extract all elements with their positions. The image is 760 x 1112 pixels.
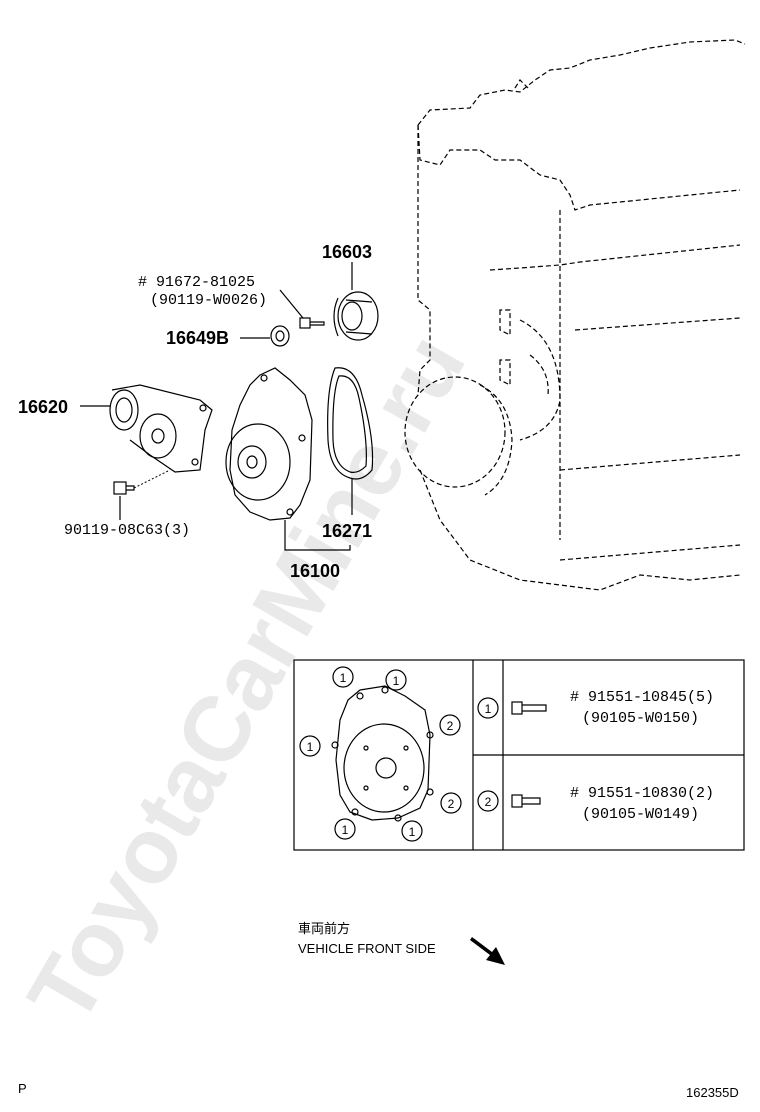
row1-line2: (90105-W0150) xyxy=(582,710,699,727)
front-arrow-icon xyxy=(470,937,505,965)
bolt-icon xyxy=(511,794,541,808)
svg-text:1: 1 xyxy=(342,823,349,837)
row1-line1: # 91551-10845(5) xyxy=(570,689,714,706)
svg-text:2: 2 xyxy=(448,797,455,811)
water-pump xyxy=(225,367,313,521)
svg-text:2: 2 xyxy=(447,719,454,733)
label-16620: 16620 xyxy=(18,397,68,417)
gasket xyxy=(327,367,374,480)
svg-text:1: 1 xyxy=(340,671,347,685)
bolt-icon xyxy=(511,701,547,715)
label-bolt-top-1: # 91672-81025 xyxy=(138,274,255,291)
idler-bolt xyxy=(299,317,325,329)
tensioner-bolt xyxy=(113,469,171,495)
pump-marker-1e: 1 xyxy=(401,820,423,842)
row1-marker: 1 xyxy=(477,697,499,719)
label-16603: 16603 xyxy=(322,242,372,262)
svg-text:2: 2 xyxy=(485,795,492,809)
svg-text:1: 1 xyxy=(393,674,400,688)
label-16100: 16100 xyxy=(290,561,340,581)
row2-marker: 2 xyxy=(477,790,499,812)
idler-pulley xyxy=(333,291,379,341)
svg-text:1: 1 xyxy=(409,825,416,839)
label-bolt-top-2: (90119-W0026) xyxy=(150,292,267,309)
pump-marker-1b: 1 xyxy=(385,669,407,691)
direction-en: VEHICLE FRONT SIDE xyxy=(298,941,436,956)
diagram-code: 162355D xyxy=(686,1085,739,1100)
svg-text:1: 1 xyxy=(307,740,314,754)
pump-marker-2b: 2 xyxy=(440,792,462,814)
pump-marker-1d: 1 xyxy=(334,818,356,840)
footer-left: P xyxy=(18,1081,27,1096)
pump-marker-2a: 2 xyxy=(439,714,461,736)
row2-line1: # 91551-10830(2) xyxy=(570,785,714,802)
label-16271: 16271 xyxy=(322,521,372,541)
svg-text:1: 1 xyxy=(485,702,492,716)
label-16649b: 16649B xyxy=(166,328,229,348)
leader-lines xyxy=(80,262,353,551)
pump-bolt-layout xyxy=(331,685,434,822)
bolt-table: 1 1 1 2 2 1 1 1 xyxy=(293,659,745,851)
belt-tensioner xyxy=(109,384,213,473)
label-bolt-bottom: 90119-08C63(3) xyxy=(64,522,190,539)
plug xyxy=(270,325,290,347)
direction-jp: 車両前方 xyxy=(298,921,350,936)
pump-marker-1a: 1 xyxy=(332,666,354,688)
engine-block xyxy=(404,39,746,591)
pump-marker-1c: 1 xyxy=(299,735,321,757)
row2-line2: (90105-W0149) xyxy=(582,806,699,823)
